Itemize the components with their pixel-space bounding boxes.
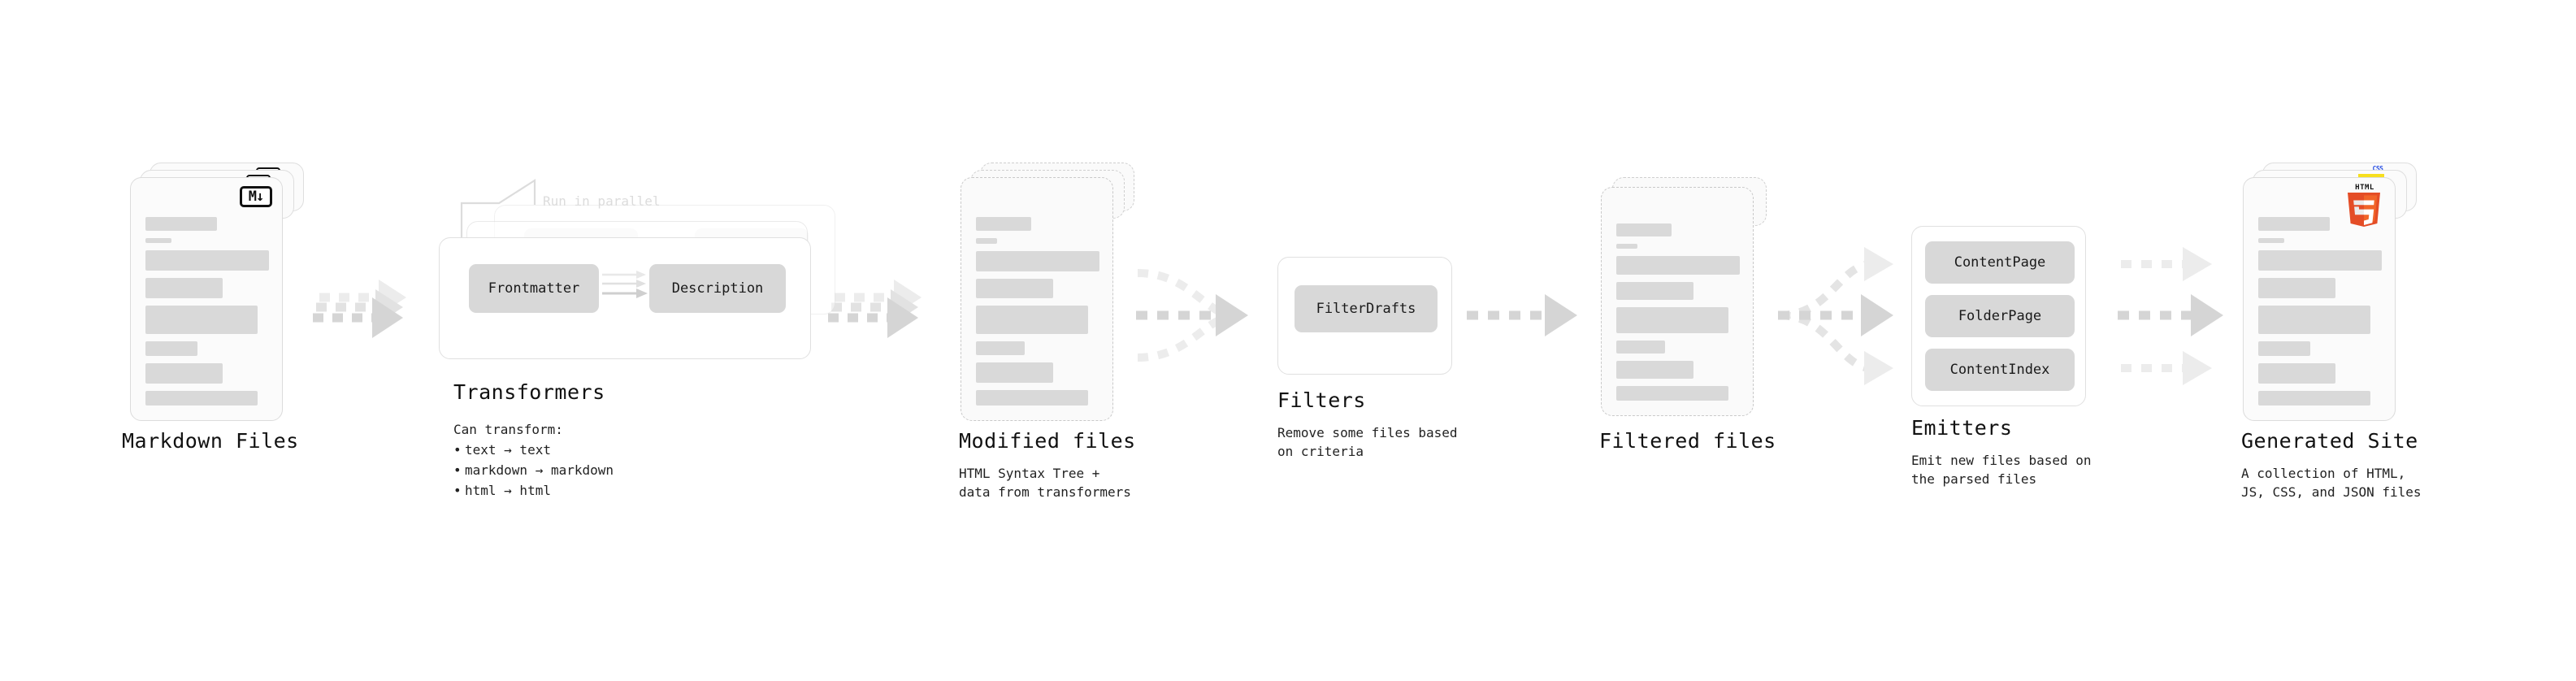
skeleton-bar bbox=[145, 340, 197, 356]
skeleton-bar bbox=[145, 217, 217, 231]
css-logo-label: CSS bbox=[2372, 165, 2383, 172]
stage-subtitle: HTML Syntax Tree + data from transformer… bbox=[959, 466, 1131, 501]
skeleton-bar bbox=[976, 217, 1031, 232]
skeleton-bar bbox=[2258, 250, 2382, 271]
caption-modified-files: Modified files HTML Syntax Tree + data f… bbox=[959, 429, 1136, 501]
skeleton-bar bbox=[1616, 243, 1637, 249]
skeleton-bar bbox=[2258, 362, 2335, 384]
skeleton-bar bbox=[2258, 340, 2310, 356]
emitter-node-contentindex[interactable]: ContentIndex bbox=[1925, 349, 2075, 391]
skeleton-bar bbox=[145, 237, 171, 244]
arrow-emitters-to-site bbox=[2118, 247, 2223, 385]
transformer-node-description[interactable]: Description bbox=[649, 264, 786, 313]
filter-node-filterdrafts[interactable]: FilterDrafts bbox=[1295, 285, 1438, 332]
skeleton-bar bbox=[2258, 217, 2330, 231]
generated-site-card: HTML bbox=[2243, 177, 2396, 421]
transformer-panel: Frontmatter Description bbox=[439, 237, 811, 359]
arrow-filtered-to-emitters bbox=[1778, 247, 1893, 385]
skeleton-bar bbox=[1616, 307, 1728, 334]
stage-title: Markdown Files bbox=[122, 429, 299, 453]
emitter-node-contentpage[interactable]: ContentPage bbox=[1925, 241, 2075, 284]
caption-filters: Filters Remove some files based on crite… bbox=[1277, 388, 1458, 461]
html5-logo: HTML bbox=[2346, 184, 2383, 227]
skeleton-bar bbox=[976, 278, 1053, 299]
skeleton-bar bbox=[976, 306, 1088, 335]
skeleton-bar bbox=[145, 362, 223, 384]
stage-subtitle: Remove some files based on criteria bbox=[1277, 425, 1458, 460]
skeleton-bar bbox=[1616, 281, 1693, 301]
skeleton-bar bbox=[1616, 256, 1740, 275]
arrow-filters-to-filtered bbox=[1467, 294, 1577, 336]
arrow-transformers-to-modified bbox=[828, 280, 922, 338]
transformer-node-frontmatter[interactable]: Frontmatter bbox=[469, 264, 599, 313]
caption-emitters: Emitters Emit new files based on the par… bbox=[1911, 416, 2092, 488]
list-item: html → html bbox=[453, 481, 614, 501]
caption-transformers: Transformers Can transform: text → text … bbox=[453, 380, 614, 501]
stage-subtitle: A collection of HTML, JS, CSS, and JSON … bbox=[2241, 466, 2422, 501]
modified-file-card bbox=[961, 177, 1113, 421]
markdown-file-card: M↓ bbox=[130, 177, 283, 421]
stage-generated-site: CSS HTML bbox=[2243, 163, 2418, 421]
stage-markdown-files: M↓ M↓ M↓ bbox=[130, 163, 305, 421]
html5-logo-label: HTML bbox=[2355, 184, 2374, 192]
transform-list: text → text markdown → markdown html → h… bbox=[453, 440, 614, 501]
stage-filtered-files bbox=[1601, 177, 1776, 416]
filtered-file-card bbox=[1601, 187, 1754, 416]
caption-generated-site: Generated Site A collection of HTML, JS,… bbox=[2241, 429, 2422, 501]
emitters-panel: ContentPage FolderPage ContentIndex bbox=[1911, 226, 2086, 406]
skeleton-bar bbox=[145, 305, 258, 334]
run-in-parallel-label: Run in parallel bbox=[543, 193, 661, 209]
skeleton-bar bbox=[145, 390, 258, 406]
list-item: markdown → markdown bbox=[453, 461, 614, 481]
caption-markdown-files: Markdown Files bbox=[122, 429, 299, 453]
skeleton-bar bbox=[2258, 390, 2370, 406]
skeleton-bar bbox=[1616, 223, 1672, 236]
skeleton-bar bbox=[2258, 237, 2284, 244]
skeleton-bar bbox=[1616, 340, 1665, 354]
stage-title: Generated Site bbox=[2241, 429, 2418, 453]
list-item: text → text bbox=[453, 440, 614, 461]
stage-title: Transformers bbox=[453, 380, 605, 404]
skeleton-bar bbox=[145, 250, 269, 271]
skeleton-bar bbox=[1616, 361, 1693, 380]
markdown-logo: M↓ bbox=[240, 186, 272, 207]
filters-panel: FilterDrafts bbox=[1277, 257, 1452, 375]
skeleton-bar bbox=[976, 251, 1099, 271]
skeleton-bar bbox=[976, 389, 1088, 406]
stage-title: Filtered files bbox=[1599, 429, 1776, 453]
arrow-markdown-to-transformers bbox=[313, 280, 406, 338]
skeleton-bar bbox=[976, 362, 1053, 383]
skeleton-bar bbox=[1616, 386, 1728, 401]
skeleton-bar bbox=[976, 341, 1025, 356]
emitter-node-folderpage[interactable]: FolderPage bbox=[1925, 295, 2075, 337]
stage-title: Modified files bbox=[959, 429, 1136, 453]
stage-subtitle: Emit new files based on the parsed files bbox=[1911, 453, 2092, 488]
stage-modified-files bbox=[961, 163, 1135, 421]
skeleton-bar bbox=[145, 278, 223, 298]
stage-title: Emitters bbox=[1911, 416, 2013, 440]
skeleton-bar bbox=[976, 238, 997, 245]
caption-filtered-files: Filtered files bbox=[1599, 429, 1776, 453]
skeleton-bar bbox=[2258, 305, 2370, 334]
transform-subhead: Can transform: bbox=[453, 422, 563, 437]
skeleton-bar bbox=[2258, 278, 2335, 298]
stage-title: Filters bbox=[1277, 388, 1366, 412]
html5-shield-icon bbox=[2348, 193, 2380, 227]
arrow-modified-to-filters bbox=[1136, 269, 1248, 362]
